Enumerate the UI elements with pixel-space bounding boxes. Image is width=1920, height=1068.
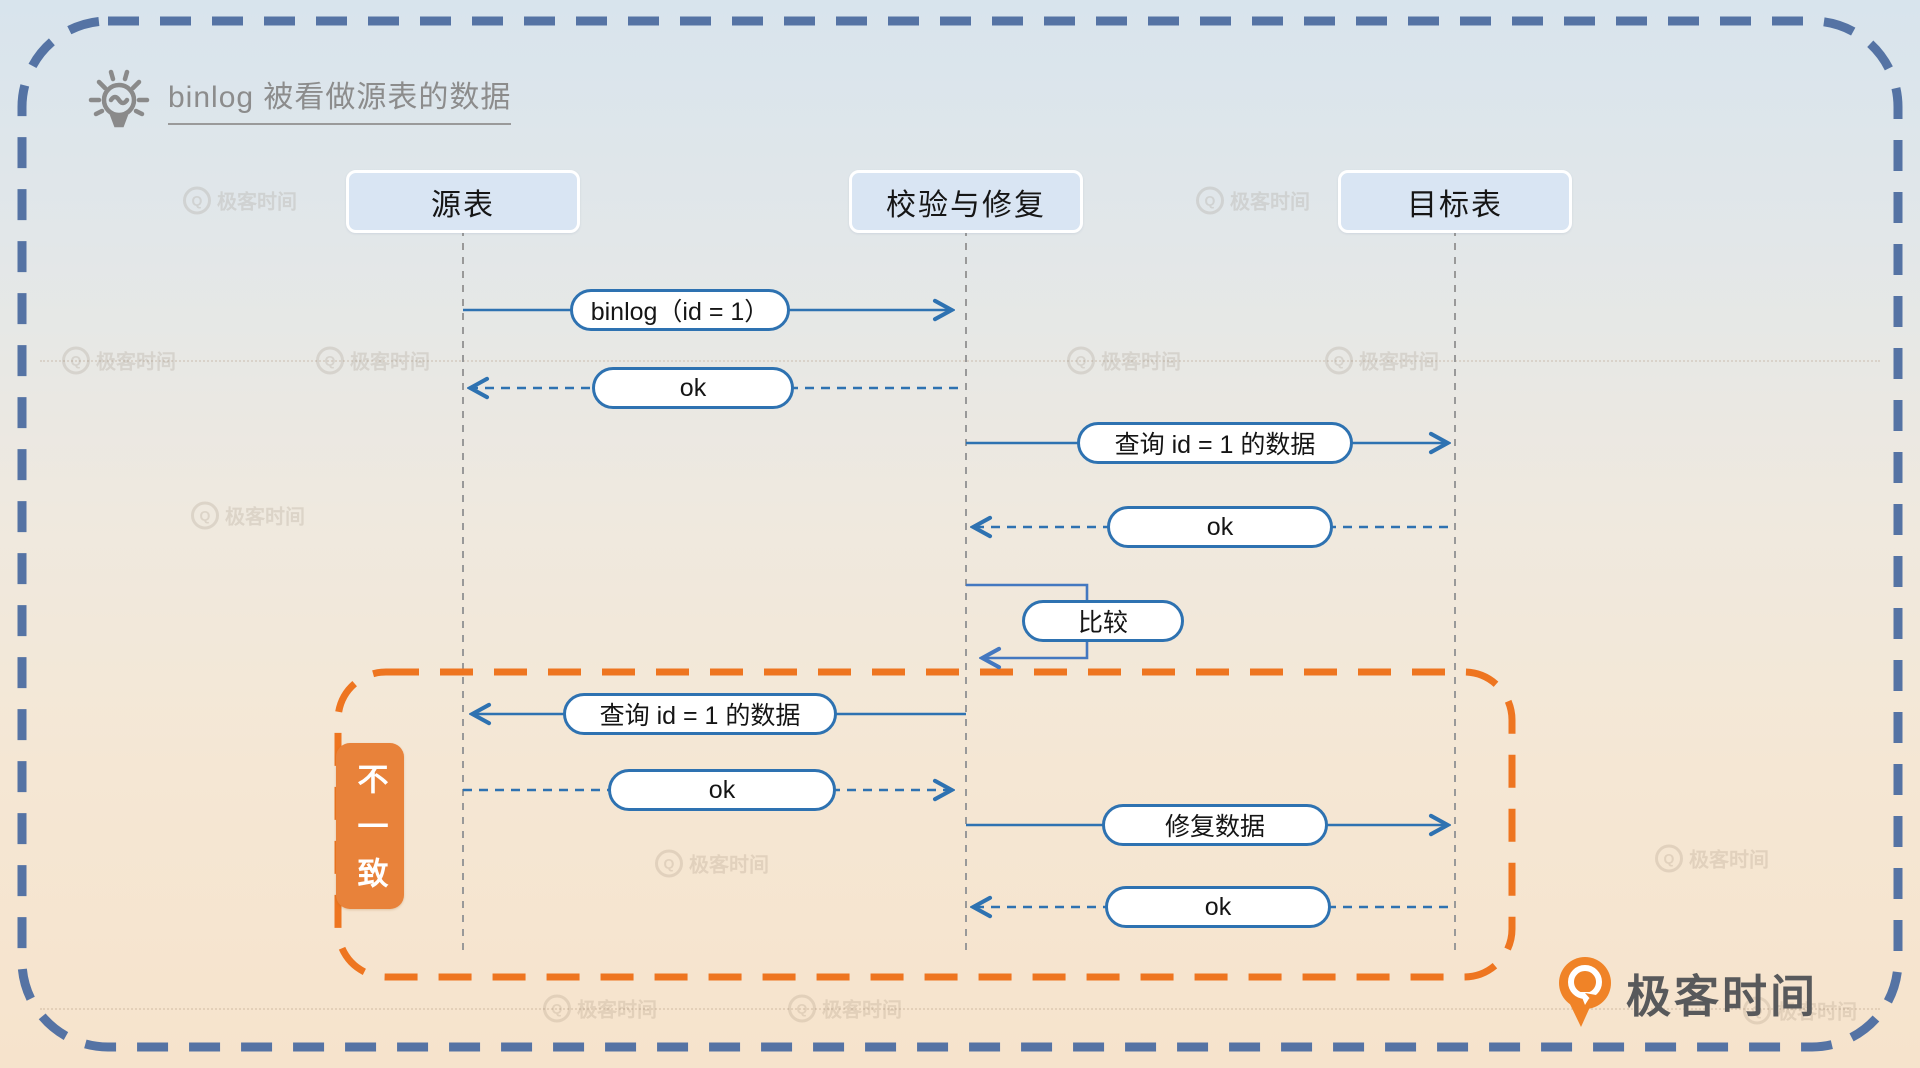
message-label-query-target: 查询 id = 1 的数据: [1077, 422, 1353, 464]
watermark-q-icon: Q: [62, 346, 90, 374]
group-inconsistent-border: [334, 668, 1516, 981]
watermark-q-icon: Q: [1067, 346, 1095, 374]
watermark-q-icon: Q: [788, 994, 816, 1022]
geektime-logo-icon: [1559, 957, 1611, 1027]
message-label-query-source: 查询 id = 1 的数据: [563, 693, 837, 735]
message-label-ok-4: ok: [1105, 886, 1331, 928]
outer-dashed-border: [17, 16, 1903, 1052]
message-label-ok-3: ok: [608, 769, 836, 811]
lightbulb-icon: [88, 69, 150, 128]
message-label-ok-1: ok: [592, 367, 794, 409]
header: binlog 被看做源表的数据: [86, 64, 512, 132]
message-label-repair: 修复数据: [1102, 804, 1328, 846]
watermark-q-icon: Q: [1743, 996, 1771, 1024]
watermark-q-icon: Q: [191, 501, 219, 529]
geektime-logo-text: 极客时间: [1626, 970, 1819, 1022]
watermark-line: [40, 1008, 1880, 1010]
message-label-ok-2: ok: [1107, 506, 1333, 548]
actor-target-table: 目标表: [1338, 170, 1572, 233]
watermark-q-icon: Q: [543, 994, 571, 1022]
message-label-compare: 比较: [1022, 600, 1184, 642]
message-label-binlog: binlog（id = 1）: [570, 289, 790, 331]
watermark-q-icon: Q: [316, 346, 344, 374]
diagram-title: binlog 被看做源表的数据: [168, 72, 512, 125]
watermark-q-icon: Q: [1196, 186, 1224, 214]
watermark-q-icon: Q: [1655, 844, 1683, 872]
inconsistent-badge: 不一致: [336, 743, 404, 909]
watermark-q-icon: Q: [1325, 346, 1353, 374]
watermark-q-icon: Q: [655, 849, 683, 877]
inconsistent-badge-label: 不一致: [352, 762, 388, 904]
geektime-logo: 极客时间: [1556, 955, 1818, 1029]
watermark-line: [40, 360, 1880, 362]
watermark-q-icon: Q: [183, 186, 211, 214]
actor-check-repair: 校验与修复: [849, 170, 1083, 233]
actor-source-table: 源表: [346, 170, 580, 233]
